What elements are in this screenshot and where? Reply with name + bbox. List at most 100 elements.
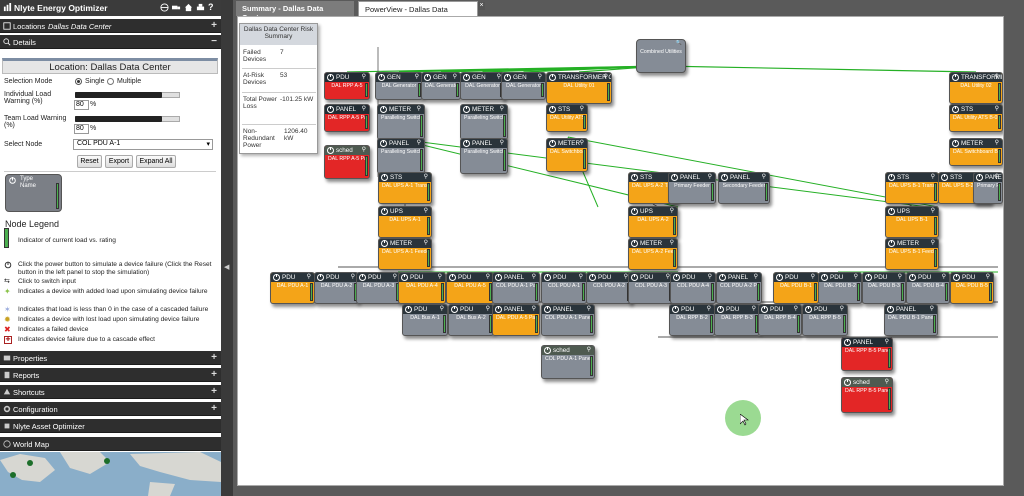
magnify-icon[interactable]: ⚲: [669, 208, 674, 214]
magnify-icon[interactable]: ⚲: [707, 274, 712, 280]
node-ups[interactable]: UPS⚲DAL UPS A-1: [378, 206, 432, 238]
power-icon[interactable]: [327, 147, 334, 154]
magnify-icon[interactable]: ⚲: [578, 274, 583, 280]
magnify-icon[interactable]: ⚲: [496, 74, 501, 80]
node-transformer-g[interactable]: TRANSFORMER G⚲DAL Utility 02: [949, 72, 1003, 104]
node-pdu[interactable]: PDU⚲COL PDU A-4: [670, 272, 716, 304]
node-pdu[interactable]: PDU⚲DAL Bus A-1: [402, 304, 448, 336]
node-panel[interactable]: PANEL⚲DAL PDU B-1 Panel 1: [884, 304, 938, 336]
magnify-icon[interactable]: ⚲: [793, 306, 798, 312]
node-pdu[interactable]: PDU⚲DAL PDU A-4: [398, 272, 446, 304]
magnify-icon[interactable]: ⚲: [623, 274, 628, 280]
node-panel[interactable]: PANEL⚲Paralleling Switchgear Bank A-1 Pa…: [377, 138, 425, 174]
shortcuts-section[interactable]: Shortcuts+: [0, 385, 221, 399]
power-icon[interactable]: [888, 240, 895, 247]
power-icon[interactable]: [544, 306, 551, 313]
node-pdu[interactable]: PDU⚲DAL PDU A-1: [270, 272, 315, 304]
node-pdu[interactable]: PDU⚲DAL RPP B-3: [714, 304, 760, 336]
power-icon[interactable]: [888, 174, 895, 181]
node-sts[interactable]: STS⚲DAL UPS B-1 Transfer Switch: [885, 172, 939, 204]
magnify-icon[interactable]: ⚲: [884, 379, 889, 385]
power-icon[interactable]: [761, 306, 768, 313]
select-node-dropdown[interactable]: COL PDU A-1 ▾: [73, 139, 213, 150]
node-gen[interactable]: GEN⚲DAL Generator: [375, 72, 423, 100]
node-panel[interactable]: PANEL⚲DAL RPP A-5 Panel 1: [324, 104, 370, 132]
node-gen[interactable]: GEN⚲DAL Generator: [460, 72, 505, 100]
multiple-radio[interactable]: [107, 78, 114, 85]
team-load-slider[interactable]: [75, 116, 162, 122]
export-button[interactable]: Export: [105, 155, 133, 168]
node-pdu[interactable]: PDU⚲DAL PDU A-3: [356, 272, 401, 304]
node-pdu[interactable]: PDU⚲DAL RPP B-4: [758, 304, 802, 336]
reports-section[interactable]: Reports+: [0, 368, 221, 382]
home-icon[interactable]: [184, 3, 193, 12]
collapse-icon[interactable]: −: [211, 36, 217, 47]
power-icon[interactable]: [821, 274, 828, 281]
power-icon[interactable]: [888, 208, 895, 215]
magnify-icon[interactable]: ⚲: [414, 74, 419, 80]
power-icon[interactable]: [327, 74, 334, 81]
details-section[interactable]: Details −: [0, 35, 221, 49]
power-icon[interactable]: [909, 274, 916, 281]
team-load-input[interactable]: 80: [74, 124, 89, 134]
magnify-icon[interactable]: ⚲: [897, 274, 902, 280]
magnify-icon[interactable]: ⚲: [706, 306, 711, 312]
node-ups[interactable]: UPS⚲DAL UPS A-2: [628, 206, 678, 238]
magnify-icon[interactable]: ⚲: [361, 74, 366, 80]
magnify-icon[interactable]: ⚲: [994, 174, 999, 180]
node-panel[interactable]: PANEL⚲COL PDU A-1 Panel 1: [541, 304, 595, 336]
magnify-icon[interactable]: ⚲: [586, 306, 591, 312]
node-transformer-g[interactable]: TRANSFORMER G⚲DAL Utility 01: [546, 72, 612, 104]
node-meter[interactable]: METER⚲Paralleling Switchgear Bank B-1: [460, 104, 508, 140]
power-icon[interactable]: [380, 140, 387, 147]
panel-splitter[interactable]: ◀: [221, 0, 233, 496]
magnify-icon[interactable]: ⚲: [537, 74, 542, 80]
magnify-icon[interactable]: ⚲: [985, 274, 990, 280]
power-icon[interactable]: [844, 339, 851, 346]
print-icon[interactable]: [196, 3, 205, 12]
node-combined-utilities[interactable]: Combined Utilities🔍: [636, 39, 686, 73]
power-icon[interactable]: [721, 174, 728, 181]
magnify-icon[interactable]: ⚲: [669, 240, 674, 246]
power-icon[interactable]: [405, 306, 412, 313]
node-sts[interactable]: STS⚲DAL Utility ATS A-01: [546, 104, 588, 132]
asset-optimizer-section[interactable]: Nlyte Asset Optimizer: [0, 419, 221, 433]
magnify-icon[interactable]: ⚲: [350, 274, 355, 280]
close-icon[interactable]: ×: [478, 2, 485, 10]
node-panel[interactable]: PANEL⚲DAL RPP B-5 Panel 1: [841, 337, 893, 371]
world-map[interactable]: [0, 452, 221, 496]
expand-icon[interactable]: +: [211, 20, 217, 31]
magnify-icon[interactable]: ⚲: [306, 274, 311, 280]
power-icon[interactable]: [631, 274, 638, 281]
expand-icon[interactable]: +: [211, 369, 217, 380]
power-icon[interactable]: [495, 274, 502, 281]
node-pdu[interactable]: PDU⚲DAL PDU B-3: [862, 272, 906, 304]
magnify-icon[interactable]: ⚲: [416, 106, 421, 112]
power-icon[interactable]: [952, 140, 959, 147]
power-icon[interactable]: [381, 208, 388, 215]
node-pdu[interactable]: PDU⚲DAL PDU B-4: [906, 272, 950, 304]
magnify-icon[interactable]: ⚲: [930, 240, 935, 246]
tab-powerview[interactable]: PowerView - Dallas Data Center ×: [358, 1, 485, 23]
power-icon[interactable]: [631, 208, 638, 215]
power-icon[interactable]: [776, 274, 783, 281]
node-panel[interactable]: PANEL⚲COL PDU A-1 Panel 1: [492, 272, 540, 304]
node-panel[interactable]: PANEL⚲DAL PDU A-5 Panel 1: [492, 304, 540, 336]
node-pdu[interactable]: PDU⚲DAL RPP B-2: [669, 304, 715, 336]
power-icon[interactable]: [549, 106, 556, 113]
power-icon[interactable]: [631, 240, 638, 247]
magnify-icon[interactable]: ⚲: [423, 174, 428, 180]
magnify-icon[interactable]: ⚲: [761, 174, 766, 180]
power-icon[interactable]: [317, 274, 324, 281]
magnify-icon[interactable]: ⚲: [994, 74, 999, 80]
magnify-icon[interactable]: ⚲: [707, 174, 712, 180]
power-icon[interactable]: [378, 74, 385, 81]
magnify-icon[interactable]: ⚲: [753, 274, 758, 280]
power-icon[interactable]: [381, 174, 388, 181]
node-pdu[interactable]: PDU⚲DAL PDU B-5: [950, 272, 994, 304]
properties-section[interactable]: Properties+: [0, 351, 221, 365]
magnify-icon[interactable]: ⚲: [810, 274, 815, 280]
magnify-icon[interactable]: ⚲: [361, 147, 366, 153]
node-panel[interactable]: PANEL⚲Secondary Feeder: [718, 172, 770, 204]
node-meter[interactable]: METER⚲Paralleling Switchgear Bank A-1: [377, 104, 425, 140]
